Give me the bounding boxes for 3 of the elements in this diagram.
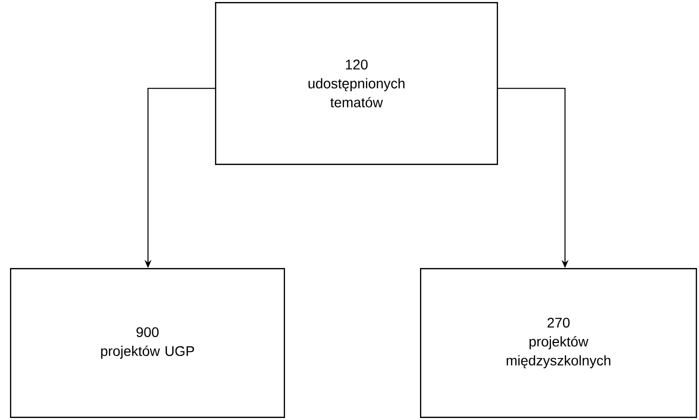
box: 120 udostępnionych tematów	[215, 2, 498, 165]
box: 900 projektów UGP	[10, 268, 285, 418]
box: 270 projektów międzyszkolnych	[420, 268, 698, 418]
